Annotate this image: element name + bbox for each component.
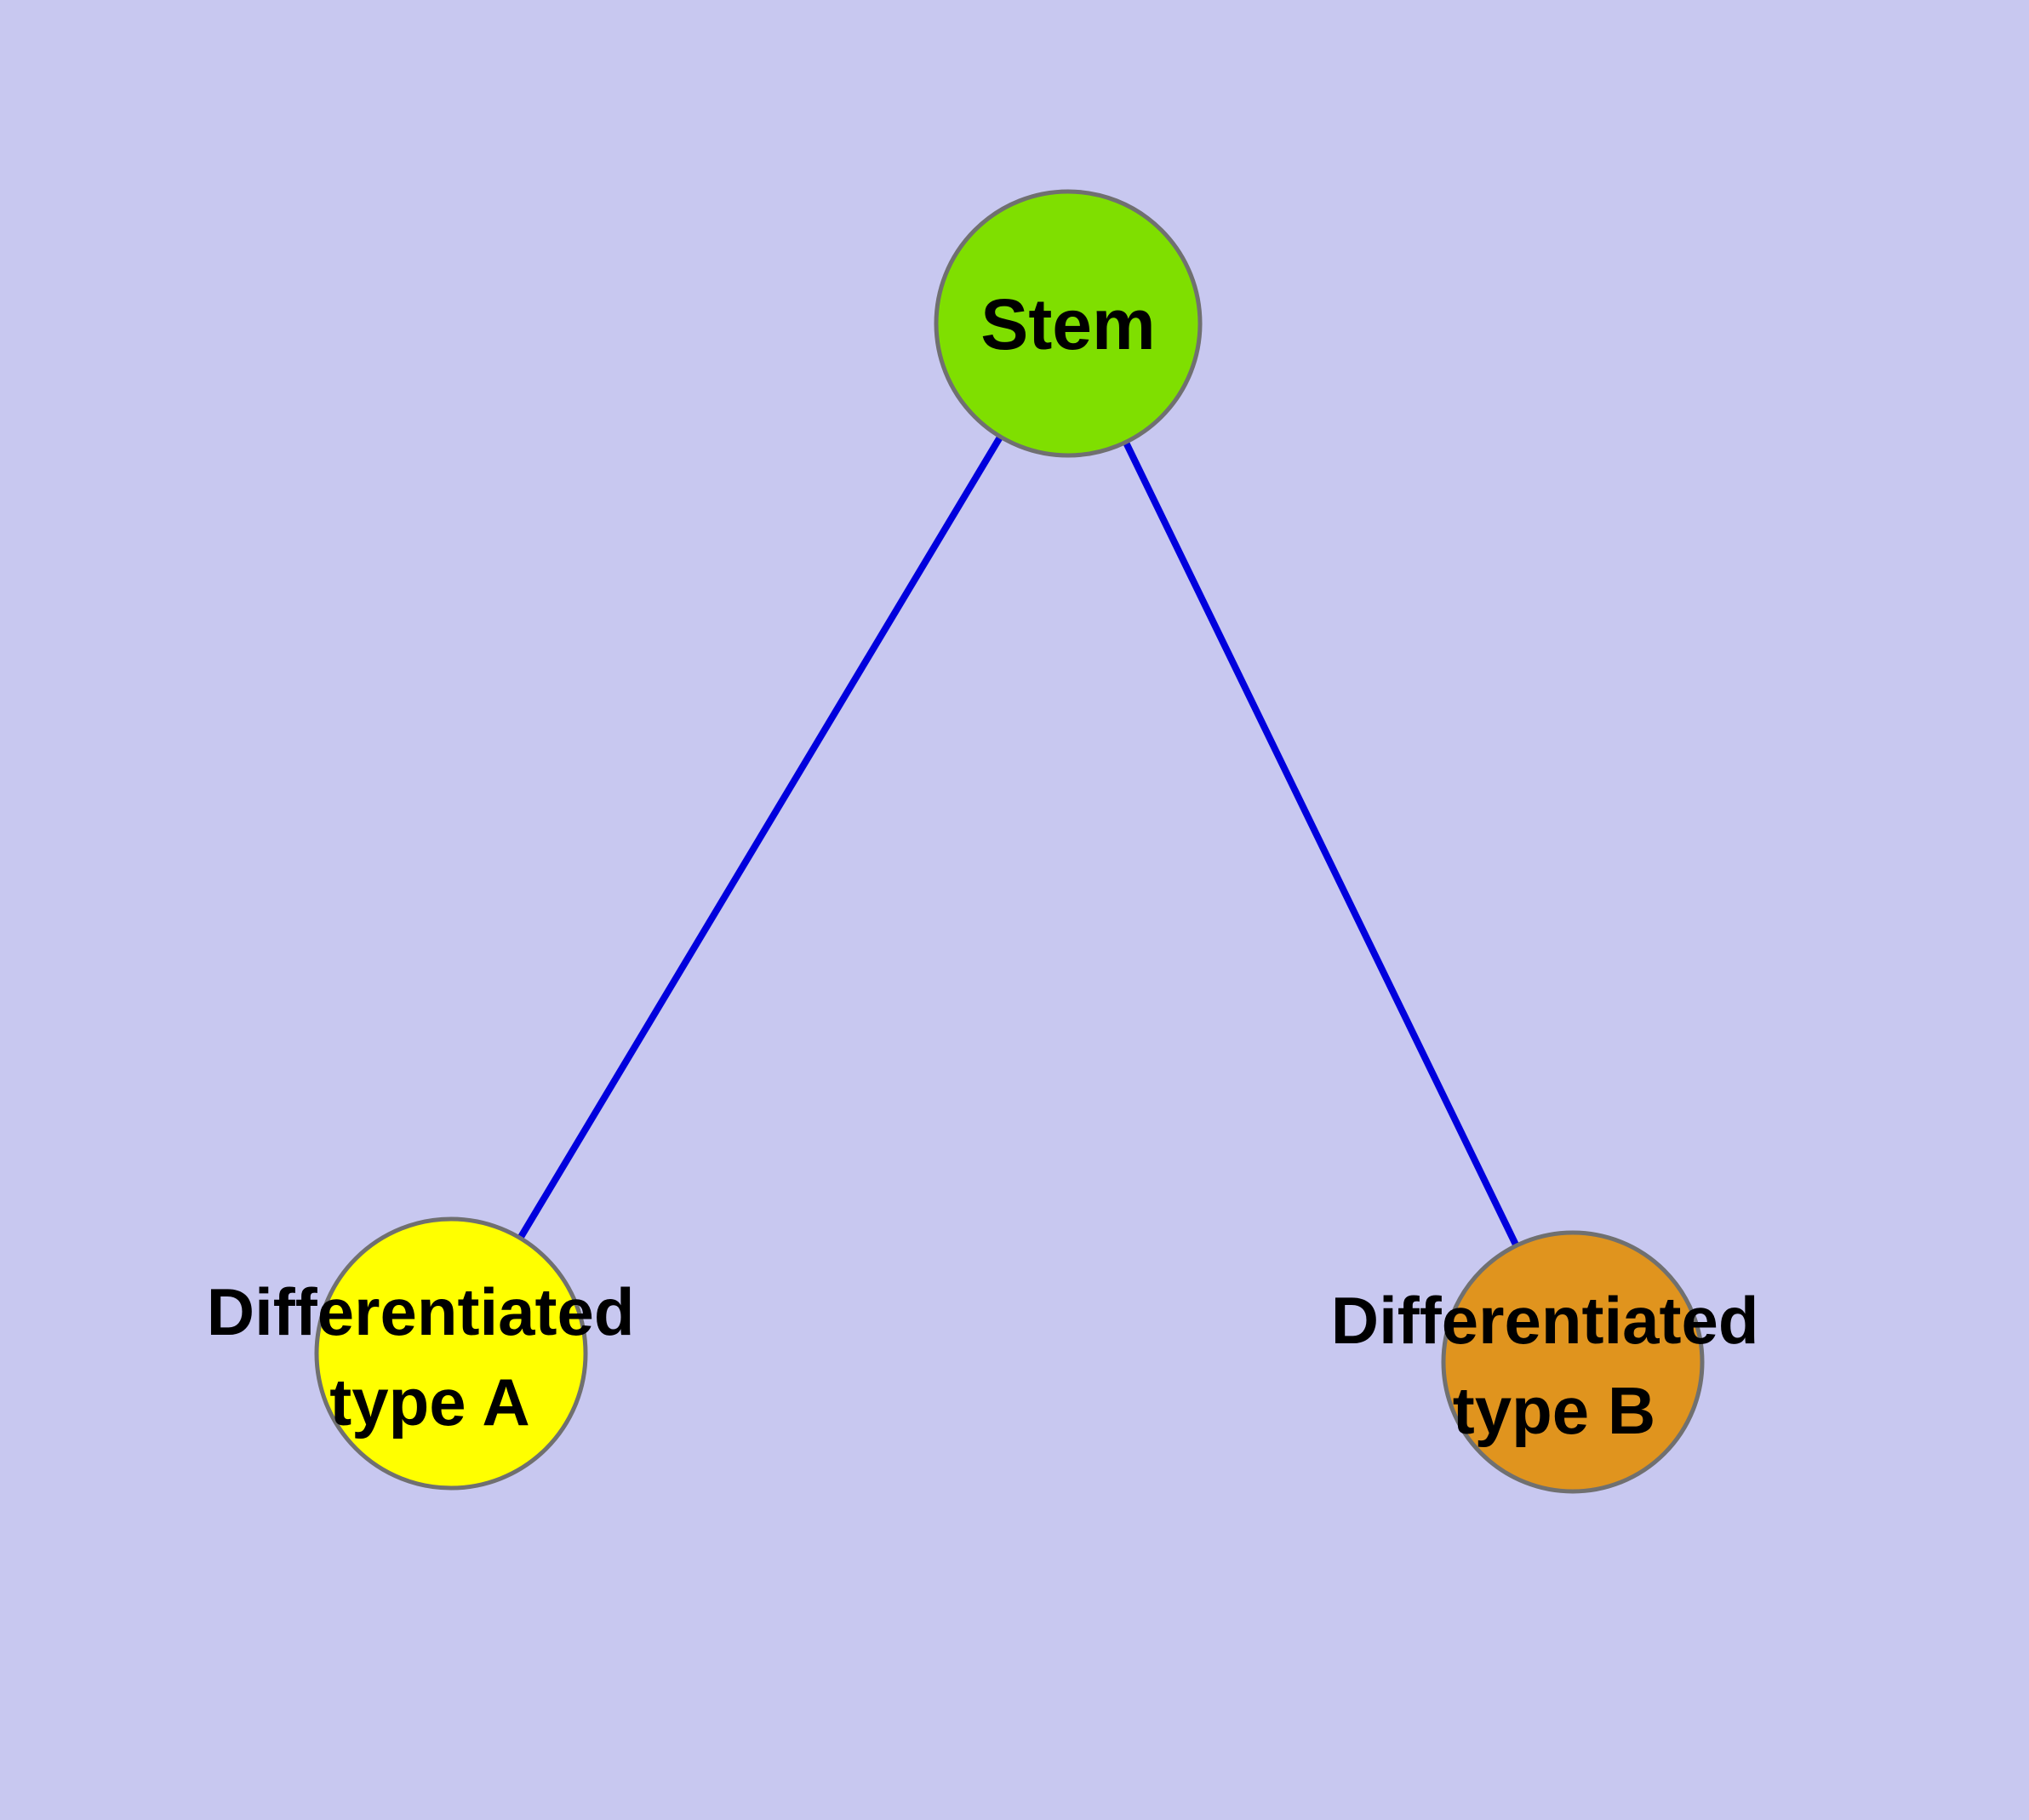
node-stem-label: Stem bbox=[980, 284, 1155, 364]
edge-stem-to-type-b bbox=[1065, 322, 1576, 1364]
node-differentiated-type-a bbox=[314, 1216, 588, 1491]
node-type-a-label: Differentiated type A bbox=[207, 1274, 653, 1439]
node-differentiated-type-b bbox=[1441, 1230, 1705, 1494]
edge-stem-to-type-a bbox=[448, 321, 1072, 1356]
node-stem bbox=[934, 189, 1203, 458]
node-type-b-label: Differentiated type B bbox=[1331, 1283, 1777, 1448]
